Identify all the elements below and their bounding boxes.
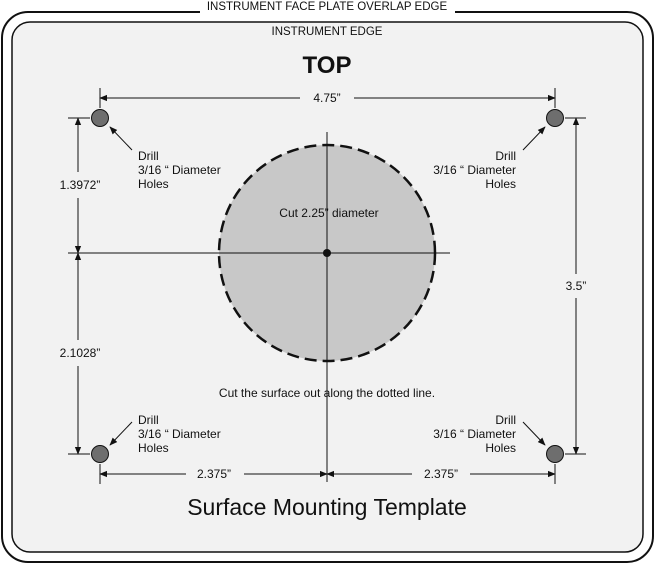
svg-text:Holes: Holes	[485, 177, 516, 191]
svg-text:Holes: Holes	[138, 441, 169, 455]
upper-left-dimension: 1.3972”	[60, 178, 101, 192]
svg-text:Drill: Drill	[138, 149, 159, 163]
width-dimension: 4.75”	[313, 91, 340, 105]
hole-note-top-left: Drill 3/16 “ Diameter Holes	[138, 149, 221, 191]
cut-diameter-label: Cut 2.25” diameter	[279, 206, 378, 220]
callout-line-bottom-left	[109, 421, 133, 446]
hole-note-bottom-left: Drill 3/16 “ Diameter Holes	[138, 413, 221, 455]
svg-text:Holes: Holes	[485, 441, 516, 455]
callout-line-bottom-right	[522, 421, 546, 446]
svg-text:Holes: Holes	[138, 177, 169, 191]
cut-instruction: Cut the surface out along the dotted lin…	[219, 386, 435, 400]
hole-note-bottom-right: Drill 3/16 “ Diameter Holes	[433, 413, 516, 455]
hole-top-left	[91, 109, 109, 127]
center-point	[323, 249, 331, 257]
svg-text:Drill: Drill	[495, 413, 516, 427]
svg-text:3/16 “ Diameter: 3/16 “ Diameter	[138, 163, 221, 177]
outer-edge-label: INSTRUMENT FACE PLATE OVERLAP EDGE	[207, 1, 448, 13]
lower-left-dimension: 2.1028”	[60, 346, 101, 360]
callout-line-top-left	[109, 126, 133, 151]
svg-text:3/16 “ Diameter: 3/16 “ Diameter	[138, 427, 221, 441]
svg-text:3/16 “ Diameter: 3/16 “ Diameter	[433, 427, 516, 441]
bottom-left-dimension: 2.375”	[197, 467, 231, 481]
top-label: TOP	[303, 52, 352, 79]
footer-title: Surface Mounting Template	[187, 494, 467, 520]
svg-text:Drill: Drill	[138, 413, 159, 427]
hole-note-top-right: Drill 3/16 “ Diameter Holes	[433, 149, 516, 191]
callout-line-top-right	[522, 126, 546, 151]
bottom-right-dimension: 2.375”	[424, 467, 458, 481]
svg-text:3/16 “ Diameter: 3/16 “ Diameter	[433, 163, 516, 177]
svg-text:Drill: Drill	[495, 149, 516, 163]
height-dimension: 3.5”	[566, 279, 587, 293]
hole-bottom-right	[546, 445, 564, 463]
inner-edge-label: INSTRUMENT EDGE	[272, 26, 383, 38]
hole-bottom-left	[91, 445, 109, 463]
hole-top-right	[546, 109, 564, 127]
